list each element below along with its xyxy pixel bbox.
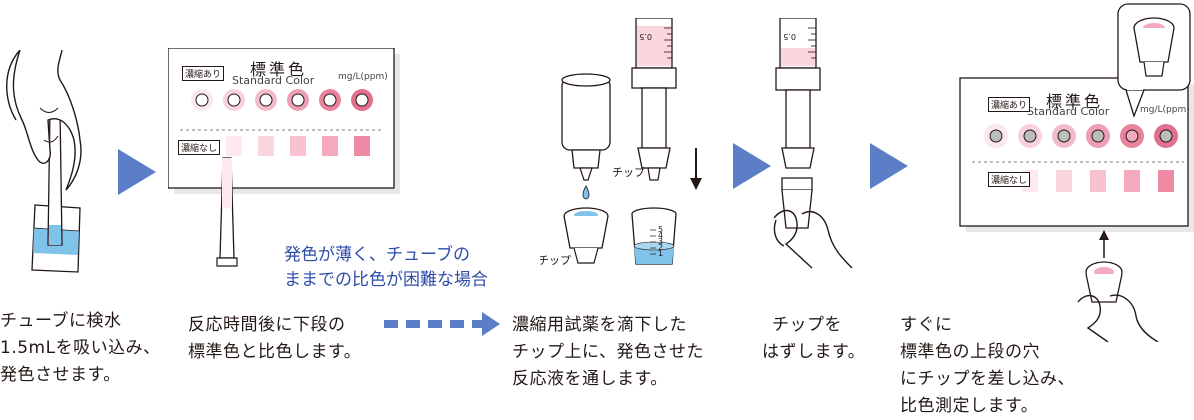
note-line-1: 発色が薄く、チューブの bbox=[284, 245, 470, 265]
card1-title: 標準色 bbox=[250, 60, 308, 79]
card1-unit: mg/L(ppm) bbox=[338, 72, 388, 82]
caption-line: 標準色と比色します。 bbox=[188, 342, 362, 362]
syringe-mark-1: 0.5 bbox=[639, 32, 652, 41]
cup-scale-5: 5 bbox=[658, 225, 663, 234]
step-arrow-1 bbox=[118, 149, 156, 195]
card2-subtitle: Standard Color bbox=[1027, 105, 1110, 118]
standard-color-hole bbox=[1091, 129, 1105, 143]
step1-illustration bbox=[6, 50, 82, 273]
standard-color-swatch bbox=[1158, 170, 1174, 192]
caption-line: はずします。 bbox=[762, 342, 866, 362]
standard-color-hole bbox=[227, 93, 241, 107]
cup-scale-4: 4 bbox=[658, 231, 663, 240]
caption-line: すぐに bbox=[900, 315, 953, 335]
standard-color-swatch bbox=[226, 136, 242, 156]
step-arrow-2 bbox=[733, 143, 771, 189]
standard-color-swatch bbox=[290, 136, 306, 156]
standard-color-hole bbox=[1057, 129, 1071, 143]
standard-color-hole bbox=[323, 93, 337, 107]
step4-caption: チップを はずします。 bbox=[762, 312, 865, 366]
standard-color-hole bbox=[291, 93, 305, 107]
card2-top-label: 濃縮あり bbox=[988, 97, 1031, 112]
standard-color-swatch bbox=[1090, 170, 1106, 192]
standard-color-swatch bbox=[354, 136, 370, 156]
caption-line: 発色させます。 bbox=[0, 365, 121, 385]
card1-subtitle: Standard Color bbox=[232, 74, 315, 87]
dashed-arrow bbox=[384, 312, 500, 336]
standard-color-hole bbox=[1023, 129, 1037, 143]
standard-color-hole bbox=[1159, 129, 1173, 143]
card2-title: 標準色 bbox=[1046, 92, 1104, 111]
caption-line: チップ上に、発色させた bbox=[512, 342, 704, 362]
standard-color-hole bbox=[1125, 129, 1139, 143]
card2-bottom-label: 濃縮なし bbox=[988, 172, 1031, 187]
standard-color-hole bbox=[259, 93, 273, 107]
caption-line: チップを bbox=[772, 315, 842, 335]
standard-color-hole bbox=[355, 93, 369, 107]
syringe-mark-2: 0.5 bbox=[783, 32, 796, 41]
chip-label-syringe: チップ bbox=[612, 166, 645, 179]
caption-line: 反応時間後に下段の bbox=[188, 315, 346, 335]
step-arrow-3 bbox=[870, 143, 908, 189]
step3-caption: 濃縮用試薬を滴下した チップ上に、発色させた 反応液を通します。 bbox=[512, 312, 704, 393]
standard-color-swatch bbox=[1056, 170, 1072, 192]
step2-caption: 反応時間後に下段の 標準色と比色します。 bbox=[188, 312, 361, 366]
cup-scale-2: 2 bbox=[658, 243, 663, 252]
standard-color-hole bbox=[195, 93, 209, 107]
standard-color-swatch bbox=[258, 136, 274, 156]
caption-line: 比色測定します。 bbox=[900, 396, 1039, 416]
caption-line: 1.5mLを吸い込み、 bbox=[0, 338, 161, 358]
card2-unit: mg/L(ppm) bbox=[1140, 105, 1190, 115]
caption-line: 反応液を通します。 bbox=[512, 369, 668, 389]
standard-color-swatch bbox=[1124, 170, 1140, 192]
step5-caption: すぐに 標準色の上段の穴 にチップを差し込み、 比色測定します。 bbox=[900, 312, 1075, 420]
cup-scale-3: 3 bbox=[658, 237, 663, 246]
caption-line: にチップを差し込み、 bbox=[900, 369, 1075, 389]
cup-scale-1: 1 bbox=[658, 249, 663, 258]
caption-line: チューブに検水 bbox=[0, 311, 122, 331]
standard-color-swatch bbox=[322, 136, 338, 156]
note-line-2: ままでの比色が困難な場合 bbox=[284, 270, 488, 290]
standard-color-hole bbox=[989, 129, 1003, 143]
caption-line: 濃縮用試薬を滴下した bbox=[512, 315, 687, 335]
card1-bottom-label: 濃縮なし bbox=[178, 140, 221, 155]
caption-line: 標準色の上段の穴 bbox=[900, 342, 1040, 362]
card1-top-label: 濃縮あり bbox=[182, 66, 225, 81]
step1-caption: チューブに検水 1.5mLを吸い込み、 発色させます。 bbox=[0, 308, 161, 389]
step4-illustration: 0.5 bbox=[773, 18, 853, 269]
step3-illustration: 5 4 3 2 1 0.5 チップ チップ bbox=[540, 18, 702, 267]
chip-label-bottle: チップ bbox=[540, 254, 571, 267]
